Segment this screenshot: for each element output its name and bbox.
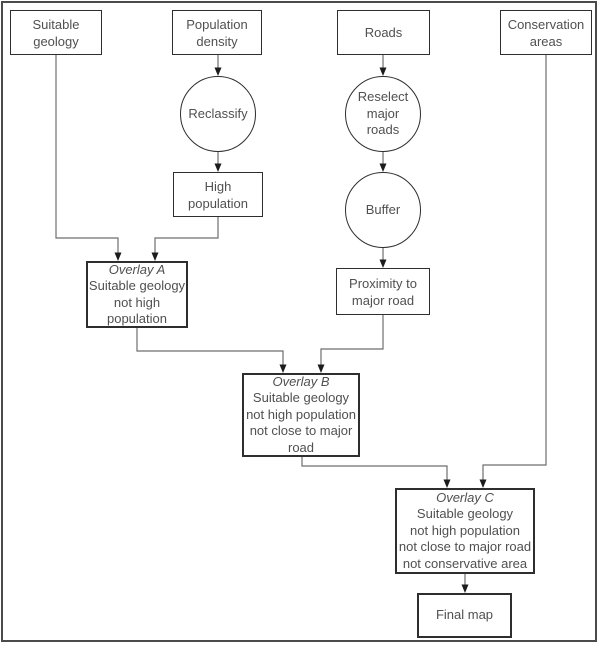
connector-overlay-b-to-overlay-c <box>301 457 451 488</box>
overlay-c-title: Overlay C <box>436 489 494 505</box>
connector-high-population-to-overlay-a <box>151 217 219 261</box>
connector-line <box>154 217 219 253</box>
arrowhead <box>114 252 122 261</box>
arrowhead <box>379 163 387 172</box>
connector-reselect-to-buffer <box>379 152 387 172</box>
node-proximity-to-major-road: Proximity to major road <box>336 268 430 315</box>
node-roads: Roads <box>337 10 430 55</box>
arrowhead <box>461 584 469 593</box>
connector-overlay-c-to-final-map <box>461 574 469 593</box>
connector-overlay-a-to-overlay-b <box>136 328 287 373</box>
node-overlay-c: Overlay C Suitable geology not high popu… <box>395 488 535 574</box>
overlay-a-title: Overlay A <box>108 261 166 277</box>
arrowhead <box>379 67 387 76</box>
node-overlay-a: Overlay A Suitable geology not high popu… <box>86 261 188 328</box>
node-label: Reclassify <box>188 105 248 121</box>
overlay-b-body: Suitable geology not high population not… <box>246 390 356 455</box>
process-reselect-major-roads: Reselect major roads <box>345 76 421 152</box>
node-label: Reselect major roads <box>357 89 409 138</box>
process-buffer: Buffer <box>345 172 421 248</box>
arrowhead <box>214 67 222 76</box>
node-overlay-b: Overlay B Suitable geology not high popu… <box>242 373 360 457</box>
node-conservation-areas: Conservation areas <box>500 10 592 55</box>
arrowhead <box>214 163 222 172</box>
node-label: Buffer <box>365 201 401 217</box>
node-label: Population density <box>186 16 248 49</box>
arrowhead <box>443 479 451 488</box>
node-final-map: Final map <box>417 593 512 638</box>
connector-conservation-areas-to-overlay-c <box>479 55 547 488</box>
connector-line <box>55 55 119 253</box>
node-label: Final map <box>435 607 494 623</box>
node-suitable-geology: Suitable geology <box>10 10 102 55</box>
connector-line <box>482 55 547 480</box>
node-label: Suitable geology <box>32 16 80 49</box>
overlay-a-body: Suitable geology not high population <box>88 278 186 326</box>
connector-population-density-to-reclassify <box>214 55 222 76</box>
connector-reclassify-to-high-population <box>214 152 222 172</box>
arrowhead <box>317 364 325 373</box>
overlay-b-title: Overlay B <box>272 373 330 389</box>
node-high-population: High population <box>173 172 263 217</box>
node-label: Roads <box>364 25 403 40</box>
connector-proximity-to-overlay-b <box>317 315 384 373</box>
arrowhead <box>479 479 487 488</box>
node-label: Proximity to major road <box>349 275 417 308</box>
connector-buffer-to-proximity <box>379 248 387 268</box>
connector-line <box>136 328 284 365</box>
diagram-frame <box>1 1 597 642</box>
connector-roads-to-reselect-major-roads <box>379 55 387 76</box>
node-population-density: Population density <box>172 10 262 55</box>
arrowhead <box>151 252 159 261</box>
node-label: High population <box>188 178 248 211</box>
arrowhead <box>379 259 387 268</box>
arrowhead <box>279 364 287 373</box>
connector-suitable-geology-to-overlay-a <box>55 55 122 261</box>
connector-line <box>320 315 384 365</box>
process-reclassify: Reclassify <box>180 76 256 152</box>
overlay-c-body: Suitable geology not high population not… <box>398 506 532 571</box>
node-label: Conservation areas <box>507 16 585 49</box>
connector-line <box>301 457 448 480</box>
